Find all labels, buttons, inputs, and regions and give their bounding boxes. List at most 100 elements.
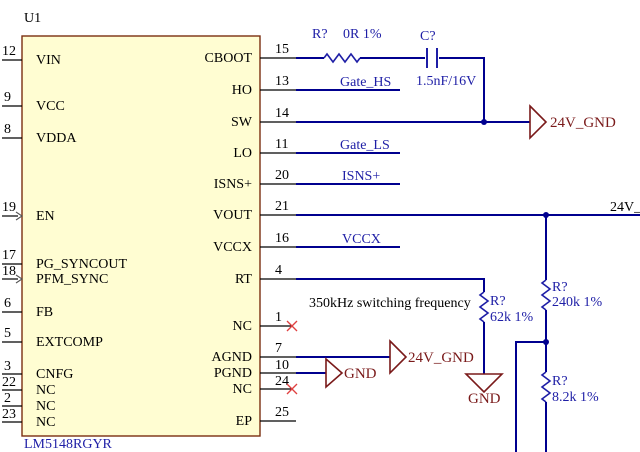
pin-number: 9 [4, 90, 11, 105]
c-cboot-designator: C? [420, 29, 436, 44]
pin-number: 7 [275, 341, 282, 356]
component-designator: U1 [24, 11, 41, 26]
pin-number: 24 [275, 374, 289, 389]
pin-number: 6 [4, 296, 11, 311]
net-label-gate-hs: Gate_HS [340, 75, 391, 90]
net-label-isns: ISNS+ [342, 169, 380, 184]
resistor-fb-top [540, 279, 552, 311]
pin-number: 1 [275, 310, 282, 325]
pin-number: 8 [4, 122, 11, 137]
left-pin-pfm-sync: 18 PFM_SYNC [2, 264, 108, 287]
pin-name: VIN [36, 53, 61, 68]
ground-symbol-rt [464, 373, 504, 394]
right-pin-isns: ISNS+ 20 [214, 168, 296, 192]
right-pin-cboot: CBOOT 15 [205, 42, 296, 66]
left-pin-vcc: 9 VCC [2, 90, 65, 114]
pin-number: 11 [275, 137, 288, 152]
r-fb-bottom-designator: R? [552, 374, 568, 389]
pin-number: 10 [275, 358, 289, 373]
right-pin-nc-24: NC 24 [233, 374, 298, 397]
pin-name: CNFG [36, 367, 73, 382]
left-pin-cnfg: 3 CNFG [2, 359, 73, 382]
r-rt-value: 62k 1% [490, 310, 534, 325]
pin-name: PGND [214, 366, 252, 381]
r-fb-top-value: 240k 1% [552, 295, 603, 310]
pin-name: PG_SYNCOUT [36, 257, 127, 272]
right-pin-agnd: AGND 7 [212, 341, 296, 365]
wire-fb-node [515, 341, 546, 452]
pin-name: AGND [212, 350, 252, 365]
pin-number: 19 [2, 200, 16, 215]
annotation-switching-frequency: 350kHz switching frequency [309, 296, 471, 311]
capacitor-cboot [426, 48, 438, 68]
r-cboot-designator: R? [312, 27, 328, 42]
pin-number: 17 [2, 248, 16, 263]
right-pin-lo: LO 11 [233, 137, 296, 161]
right-pin-vccx: VCCX 16 [213, 231, 296, 255]
r-fb-top-designator: R? [552, 280, 568, 295]
pin-number: 14 [275, 106, 289, 121]
pin-name: VCCX [213, 240, 252, 255]
left-pin-vin: 12 VIN [2, 44, 61, 68]
pin-number: 18 [2, 264, 16, 279]
right-pin-pgnd: PGND 10 [214, 358, 296, 381]
r-fb-bottom-value: 8.2k 1% [552, 390, 599, 405]
pin-number: 20 [275, 168, 289, 183]
left-pin-en: 19 EN [2, 200, 55, 224]
left-pin-nc-23: 23 NC [2, 407, 55, 430]
left-pin-extcomp: 5 EXTCOMP [2, 326, 103, 350]
pin-name: EXTCOMP [36, 335, 103, 350]
port-arrow-pgnd [325, 357, 344, 389]
ground-label-rt: GND [468, 391, 501, 407]
right-pin-nc-1: NC 1 [233, 310, 298, 334]
port-arrow-sw [529, 104, 548, 140]
resistor-fb-bottom [540, 371, 552, 403]
pin-number: 12 [2, 44, 16, 59]
pin-number: 3 [4, 359, 11, 374]
left-pin-fb: 6 FB [2, 296, 53, 320]
pin-number: 2 [4, 391, 11, 406]
pin-number: 23 [2, 407, 16, 422]
pin-number: 21 [275, 199, 289, 214]
pin-name: NC [36, 399, 55, 414]
pin-number: 15 [275, 42, 289, 57]
pin-name: PFM_SYNC [36, 272, 108, 287]
resistor-rt [478, 291, 490, 323]
pin-name: CBOOT [205, 51, 253, 66]
pin-name: VCC [36, 99, 65, 114]
pin-name: NC [233, 382, 252, 397]
net-label-vccx: VCCX [342, 232, 381, 247]
component-part-number: LM5148RGYR [24, 437, 113, 452]
pin-name: NC [36, 415, 55, 430]
left-pin-nc-2: 2 NC [2, 391, 55, 414]
r-rt-designator: R? [490, 294, 506, 309]
pin-name: NC [233, 319, 252, 334]
right-pin-sw: SW 14 [231, 106, 296, 130]
pin-name: HO [232, 83, 252, 98]
right-pin-ho: HO 13 [232, 74, 296, 98]
c-cboot-value: 1.5nF/16V [416, 74, 476, 89]
port-label-vout: 24V_ [610, 200, 640, 215]
pin-number: 25 [275, 405, 289, 420]
ic-body [21, 35, 261, 437]
left-pin-vdda: 8 VDDA [2, 122, 77, 146]
wire-rt [296, 278, 485, 292]
port-label-sw: 24V_GND [550, 115, 616, 131]
right-pin-ep: EP 25 [236, 405, 296, 429]
pin-number: 22 [2, 375, 16, 390]
pin-name: LO [233, 146, 252, 161]
left-pin-nc-22: 22 NC [2, 375, 55, 398]
left-pin-pg-syncout: 17 PG_SYNCOUT [2, 248, 127, 272]
pin-name: EP [236, 414, 253, 429]
pin-name: VOUT [213, 208, 252, 223]
pin-name: RT [235, 272, 252, 287]
junction-dot [481, 119, 487, 125]
net-label-gate-ls: Gate_LS [340, 138, 390, 153]
pin-number: 5 [4, 326, 11, 341]
right-pin-vout: VOUT 21 [213, 199, 296, 223]
port-label-agnd: 24V_GND [408, 350, 474, 366]
resistor-cboot [323, 52, 361, 64]
pin-name: ISNS+ [214, 177, 252, 192]
no-connect-marker [286, 320, 298, 332]
